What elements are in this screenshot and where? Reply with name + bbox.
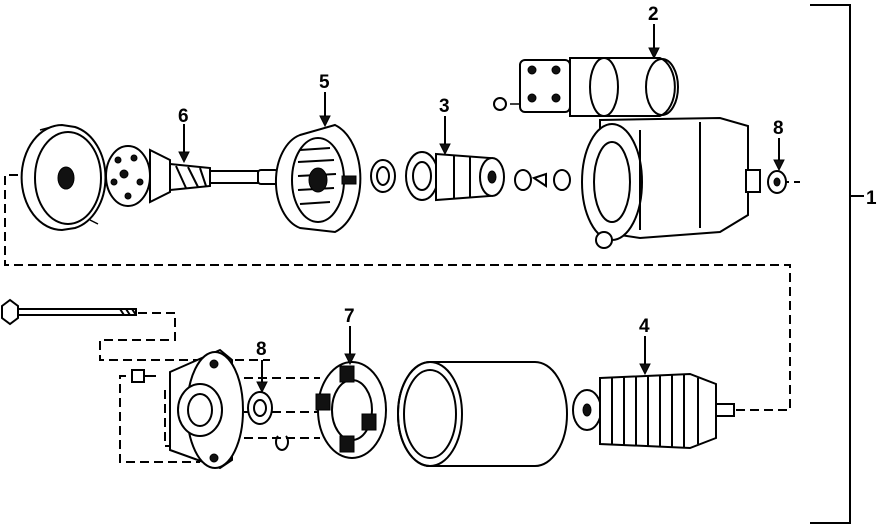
- callout-3: 3: [439, 96, 450, 117]
- callout-1: 1: [866, 188, 877, 209]
- armature-shaft: [105, 145, 279, 207]
- callout-8-top-leader: [773, 138, 785, 172]
- callout-5-leader: [319, 92, 331, 128]
- commutator-end-frame: [131, 348, 244, 470]
- solenoid: [493, 57, 679, 117]
- callout-8-lower: 8: [256, 339, 267, 360]
- leader-lines: [4, 103, 800, 463]
- callout-4: 4: [639, 316, 650, 337]
- brush-holder: [275, 361, 387, 459]
- through-bolt: [1, 298, 137, 326]
- field-frame: [397, 361, 568, 467]
- callout-8-upper: 8: [773, 118, 784, 139]
- callout-3-leader: [439, 116, 451, 156]
- callout-2: 2: [648, 4, 659, 25]
- washer-set: [514, 169, 571, 191]
- callout-5: 5: [319, 72, 330, 93]
- callout-8-bottom-leader: [256, 360, 268, 394]
- drive-pinion: [405, 151, 505, 202]
- callout-2-leader: [648, 24, 660, 60]
- armature: [572, 372, 735, 450]
- callout-7-leader: [344, 326, 356, 366]
- callout-6: 6: [178, 106, 189, 127]
- callout-7: 7: [344, 306, 355, 327]
- callout-4-leader: [639, 336, 651, 376]
- starter-housing: [581, 116, 761, 249]
- callout-6-leader: [178, 124, 190, 164]
- bearing-lower: [247, 391, 273, 425]
- bearing-ring: [370, 159, 396, 193]
- drive-housing: [274, 123, 362, 234]
- nut-upper: [767, 170, 787, 194]
- assembly-bracket: [810, 4, 864, 524]
- end-plate: [20, 123, 107, 232]
